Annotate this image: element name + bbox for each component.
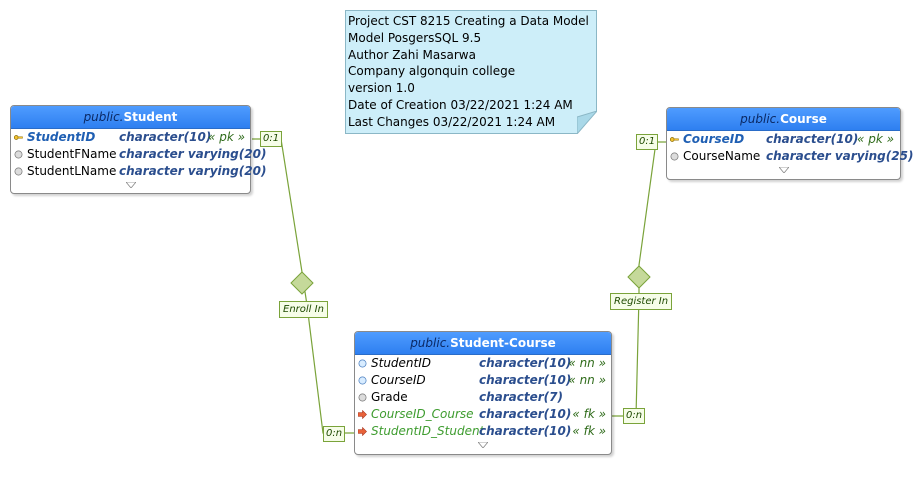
column-name: StudentLName: [27, 164, 117, 178]
note-line: version 1.0: [348, 81, 415, 96]
model-info-note[interactable]: Project CST 8215 Creating a Data Model M…: [345, 10, 597, 134]
note-line: Model PosgersSQL 9.5: [348, 30, 482, 45]
enroll-in-diamond[interactable]: [290, 271, 314, 295]
column-name: StudentID: [371, 356, 432, 370]
note-line: Last Changes 03/22/2021 1:24 AM: [348, 114, 556, 129]
column-circle-icon: [14, 150, 23, 159]
column-row[interactable]: StudentID character(10) « nn »: [355, 355, 611, 372]
expand-triangle-icon: [125, 182, 136, 188]
note-line: Company algonquin college: [348, 64, 516, 79]
not-null-circle-icon: [358, 376, 367, 385]
schema-name: public.: [410, 336, 451, 350]
table-header[interactable]: public.Student-Course: [355, 332, 611, 355]
expand-toggle[interactable]: [667, 165, 900, 177]
column-constraint: « nn »: [568, 356, 606, 370]
expand-triangle-icon: [778, 167, 789, 173]
register-in-label[interactable]: Register In: [610, 293, 673, 310]
column-type: character(10): [479, 356, 572, 370]
column-row[interactable]: Grade character(7): [355, 389, 611, 406]
column-type: character(10): [479, 407, 572, 421]
column-type: character varying(20): [119, 147, 267, 161]
student-table[interactable]: public.Student StudentID character(10) «…: [10, 105, 266, 194]
column-name: CourseID_Course: [371, 407, 474, 421]
column-name: StudentID: [27, 130, 96, 144]
note-line: Date of Creation 03/22/2021 1:24 AM: [348, 97, 573, 112]
column-circle-icon: [14, 167, 23, 176]
register-to-cardinality[interactable]: 0:n: [623, 408, 646, 424]
table-header[interactable]: public.Course: [667, 108, 900, 131]
column-name: CourseID: [683, 132, 745, 146]
column-circle-icon: [358, 393, 367, 402]
column-row[interactable]: CourseID character(10) « nn »: [355, 372, 611, 389]
column-row[interactable]: StudentFName character varying(20): [11, 146, 266, 163]
column-name: Grade: [371, 390, 408, 404]
not-null-circle-icon: [358, 359, 367, 368]
column-name: StudentID_Student: [371, 424, 485, 438]
column-constraint: « fk »: [572, 407, 606, 421]
column-row[interactable]: CourseID_Course character(10) « fk »: [355, 406, 611, 423]
column-name: StudentFName: [27, 147, 117, 161]
column-type: character varying(25): [766, 149, 913, 163]
column-type: character(10): [479, 424, 572, 438]
column-circle-icon: [670, 152, 679, 161]
column-name: CourseName: [683, 149, 761, 163]
primary-key-icon: [670, 137, 679, 142]
table-header[interactable]: public.Student: [11, 106, 250, 129]
student-course-table[interactable]: public.Student-Course StudentID characte…: [354, 331, 612, 455]
primary-key-icon: [14, 135, 23, 140]
enroll-in-label[interactable]: Enroll In: [279, 301, 328, 318]
column-type: character(7): [479, 390, 563, 404]
column-row[interactable]: CourseID character(10) « pk »: [667, 131, 900, 148]
schema-name: public.: [740, 112, 781, 126]
column-constraint: « nn »: [568, 373, 606, 387]
note-line: Project CST 8215 Creating a Data Model: [348, 14, 589, 28]
course-table[interactable]: public.Course CourseID character(10) « p…: [666, 107, 913, 180]
column-name: CourseID: [371, 373, 426, 387]
column-constraint: « pk »: [856, 132, 894, 146]
column-constraint: « pk »: [207, 130, 245, 144]
expand-toggle[interactable]: [11, 180, 250, 192]
register-from-cardinality[interactable]: 0:1: [636, 134, 659, 150]
table-name: Student: [123, 110, 178, 124]
column-type: character varying(20): [119, 164, 267, 178]
note-fold-corner: [577, 111, 597, 134]
column-row[interactable]: StudentID character(10) « pk »: [11, 129, 250, 146]
note-line: Author Zahi Masarwa: [348, 47, 476, 62]
column-type: character(10): [766, 132, 859, 146]
column-row[interactable]: CourseName character varying(25): [667, 148, 913, 165]
enroll-to-cardinality[interactable]: 0:n: [323, 426, 346, 442]
table-name: Student-Course: [450, 336, 556, 350]
column-constraint: « fk »: [572, 424, 606, 438]
foreign-key-arrow-icon: [358, 410, 367, 419]
column-type: character(10): [119, 130, 212, 144]
expand-triangle-icon: [478, 442, 488, 448]
column-row[interactable]: StudentID_Student character(10) « fk »: [355, 423, 611, 440]
schema-name: public.: [83, 110, 124, 124]
foreign-key-arrow-icon: [358, 427, 367, 436]
column-type: character(10): [479, 373, 572, 387]
table-name: Course: [780, 112, 827, 126]
enroll-from-cardinality[interactable]: 0:1: [260, 131, 283, 147]
register-in-diamond[interactable]: [627, 265, 651, 289]
column-row[interactable]: StudentLName character varying(20): [11, 163, 266, 180]
expand-toggle[interactable]: [355, 440, 611, 452]
